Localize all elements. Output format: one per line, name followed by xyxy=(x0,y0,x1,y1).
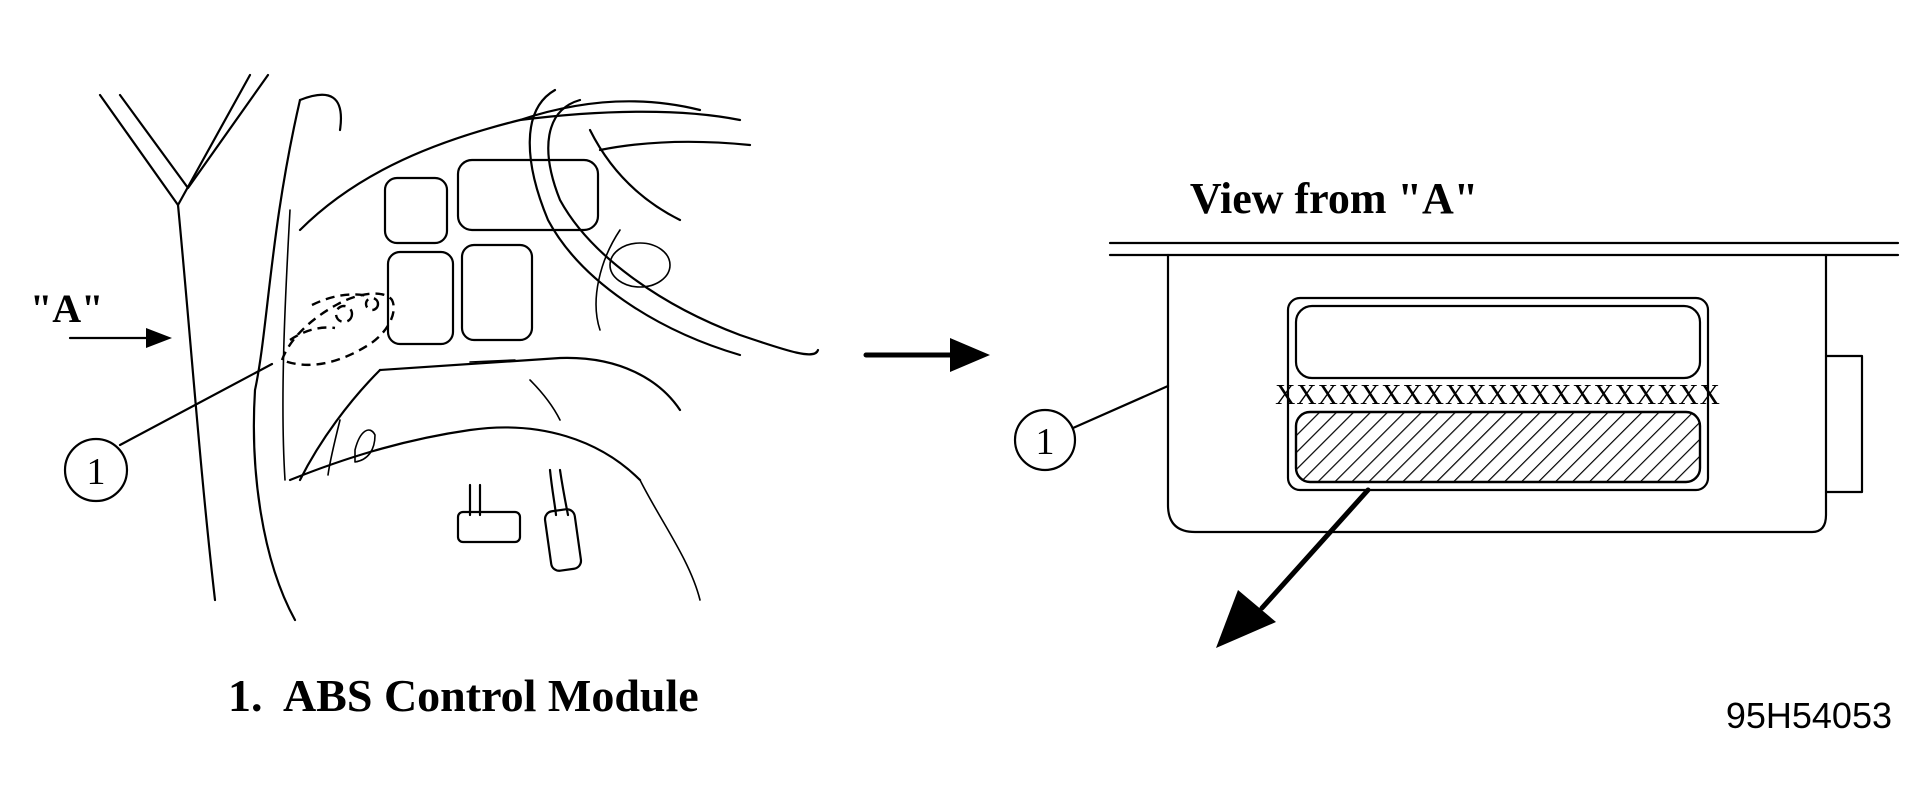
dashboard-illustration xyxy=(98,73,820,622)
right-callout: 1 xyxy=(1013,384,1170,472)
view-direction-arrow xyxy=(68,328,172,348)
transition-arrow xyxy=(863,338,990,372)
right-view-title: View from "A" xyxy=(1190,174,1478,223)
view-a-label: "A" xyxy=(30,286,103,331)
right-callout-number: 1 xyxy=(1036,421,1055,463)
label-pointer-arrow xyxy=(1216,487,1371,648)
left-callout-number: 1 xyxy=(87,451,106,493)
figure-caption: 1. ABS Control Module xyxy=(228,670,699,721)
module-label-code: XXXXXXXXXXXXXXXXXXXXX xyxy=(1275,380,1721,411)
figure-id: 95H54053 xyxy=(1726,695,1892,736)
module-side-view xyxy=(1108,241,1900,534)
left-callout: 1 xyxy=(63,362,274,503)
